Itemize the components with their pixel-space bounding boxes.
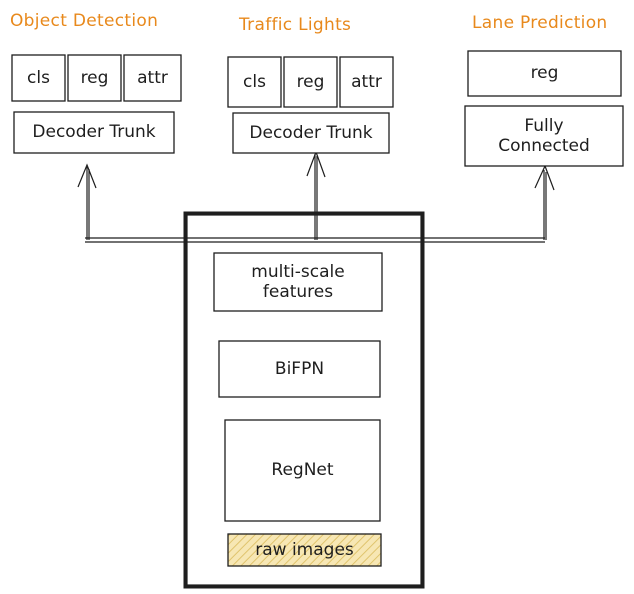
- od-cls-box: [11, 54, 66, 102]
- heading-object-detection: Object Detection: [10, 11, 159, 31]
- od-reg-box: [67, 54, 122, 102]
- backbone-stages: [213, 252, 383, 567]
- od-attr-box: [123, 54, 182, 102]
- arrow-to-lane-prediction: [534, 164, 555, 240]
- od-attr-label: attr: [137, 67, 168, 88]
- tl-reg-label: reg: [296, 71, 325, 92]
- input-box: [227, 533, 382, 567]
- features-box: [213, 252, 383, 312]
- tl-cls-box: [227, 56, 282, 108]
- od-reg-label: reg: [80, 67, 109, 88]
- heading-lane-prediction: Lane Prediction: [472, 13, 608, 33]
- od-trunk-box: [13, 111, 175, 154]
- lane-prediction-head: [464, 50, 624, 167]
- tl-cls-label: cls: [243, 71, 266, 92]
- regnet-label: RegNet: [271, 460, 334, 481]
- lp-reg-label: reg: [530, 63, 559, 84]
- lp-trunk-box: [464, 105, 624, 167]
- arrow-to-traffic-lights: [306, 150, 326, 240]
- lp-trunk-label: Fully Connected: [498, 115, 590, 156]
- tl-reg-box: [283, 56, 338, 108]
- tl-attr-box: [339, 56, 394, 108]
- tl-trunk-box: [232, 112, 390, 154]
- bifpn-label: BiFPN: [274, 358, 325, 379]
- backbone-container: [183, 211, 425, 589]
- traffic-lights-head: [227, 56, 394, 154]
- heading-traffic-lights: Traffic Lights: [239, 15, 352, 35]
- arrow-to-object-detection: [77, 163, 97, 240]
- tl-trunk-label: Decoder Trunk: [249, 122, 373, 143]
- regnet-box: [224, 419, 381, 522]
- tl-attr-label: attr: [351, 71, 382, 92]
- lp-reg-box: [467, 50, 622, 97]
- features-label: multi-scale features: [251, 261, 345, 302]
- object-detection-head: [11, 54, 182, 154]
- bifpn-box: [218, 340, 381, 398]
- input-label: raw images: [255, 539, 354, 560]
- od-cls-label: cls: [27, 67, 50, 88]
- od-trunk-label: Decoder Trunk: [32, 122, 156, 143]
